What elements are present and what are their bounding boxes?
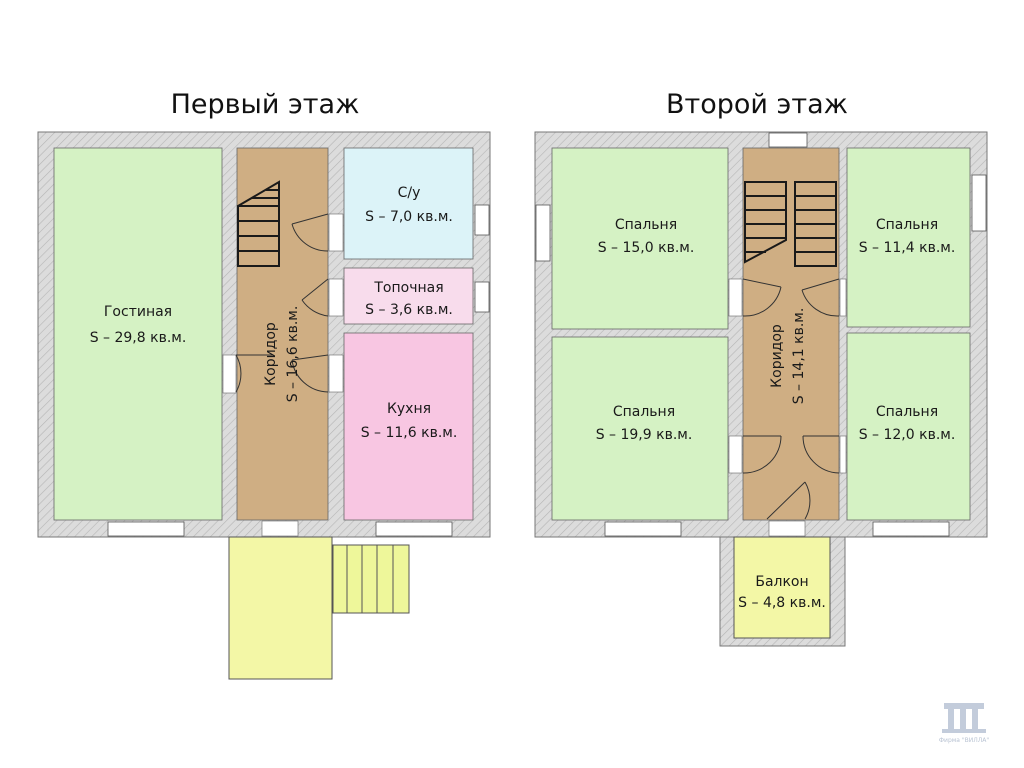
balcony: [733, 536, 831, 639]
bedroom-top-right-name: Спальня: [876, 217, 938, 233]
corridor-first: [236, 147, 329, 521]
kitchen: [343, 332, 474, 521]
outdoor-stairs: [332, 544, 410, 614]
door-swing: [291, 213, 329, 252]
bedroom-bottom-right-name: Спальня: [876, 404, 938, 420]
corridor-second-area: S – 14,1 кв.м.: [791, 308, 807, 405]
doorway-entrance: [261, 520, 299, 537]
bedroom-bottom-right: [846, 332, 971, 521]
door-swing: [235, 354, 273, 393]
doorway-kitchen: [328, 354, 344, 393]
window: [604, 521, 682, 537]
window: [474, 204, 490, 236]
bedroom-bottom-left-area: S – 19,9 кв.м.: [596, 427, 693, 443]
doorway-balcony: [768, 520, 806, 537]
kitchen-area: S – 11,6 кв.м.: [361, 425, 458, 441]
boiler-room: [343, 267, 474, 325]
window: [107, 521, 185, 537]
doorway-boiler: [328, 278, 344, 317]
window: [971, 174, 987, 232]
bedroom-bottom-left: [551, 336, 729, 521]
window: [872, 521, 950, 537]
doorway: [728, 278, 743, 317]
balcony-area: S – 4,8 кв.м.: [738, 595, 826, 611]
living-room: [53, 147, 223, 521]
company-logo: Фирма "ВИЛЛА": [939, 703, 989, 744]
watermark-text: Фирма "ВИЛЛА": [939, 737, 989, 744]
doorway: [839, 435, 847, 474]
bedroom-bottom-left-name: Спальня: [613, 404, 675, 420]
door-swing: [742, 278, 782, 317]
door-swing: [802, 435, 840, 474]
balcony-name: Балкон: [755, 574, 808, 590]
kitchen-name: Кухня: [387, 401, 431, 417]
bedroom-top-left: [551, 147, 729, 330]
door-swing: [742, 435, 782, 474]
window: [474, 281, 490, 313]
bathroom: [343, 147, 474, 260]
window: [768, 132, 808, 148]
living-room-name: Гостиная: [104, 304, 172, 320]
doorway: [839, 278, 847, 317]
window: [375, 521, 453, 537]
bathroom-area: S – 7,0 кв.м.: [365, 209, 453, 225]
bedroom-top-right: [846, 147, 971, 328]
bedroom-top-right-area: S – 11,4 кв.м.: [859, 240, 956, 256]
bedroom-bottom-right-area: S – 12,0 кв.м.: [859, 427, 956, 443]
door-swing: [801, 278, 840, 317]
stairs-first: [237, 180, 280, 267]
door-swing: [766, 481, 811, 520]
first-floor-plan: Первый этаж: [37, 89, 491, 680]
corridor-first-name: Коридор: [263, 322, 279, 386]
corridor-second-name: Коридор: [769, 324, 785, 388]
stairs-second: [744, 181, 837, 267]
bathroom-name: С/у: [398, 185, 421, 201]
door-swing: [301, 278, 329, 317]
porch: [228, 536, 333, 680]
boiler-room-area: S – 3,6 кв.м.: [365, 302, 453, 318]
living-room-area: S – 29,8 кв.м.: [90, 330, 187, 346]
boiler-room-name: Топочная: [373, 280, 443, 296]
doorway-living: [222, 354, 237, 394]
doorway-bathroom: [328, 213, 344, 252]
bedroom-top-left-name: Спальня: [615, 217, 677, 233]
bedroom-top-left-area: S – 15,0 кв.м.: [598, 240, 695, 256]
second-floor-plan: Второй этаж: [534, 89, 988, 647]
corridor-first-area: S – 16,6 кв.м.: [285, 306, 301, 403]
doorway: [728, 435, 743, 474]
door-swing: [291, 354, 329, 393]
first-floor-title: Первый этаж: [171, 89, 360, 120]
second-floor-title: Второй этаж: [666, 89, 848, 120]
window: [535, 204, 551, 262]
